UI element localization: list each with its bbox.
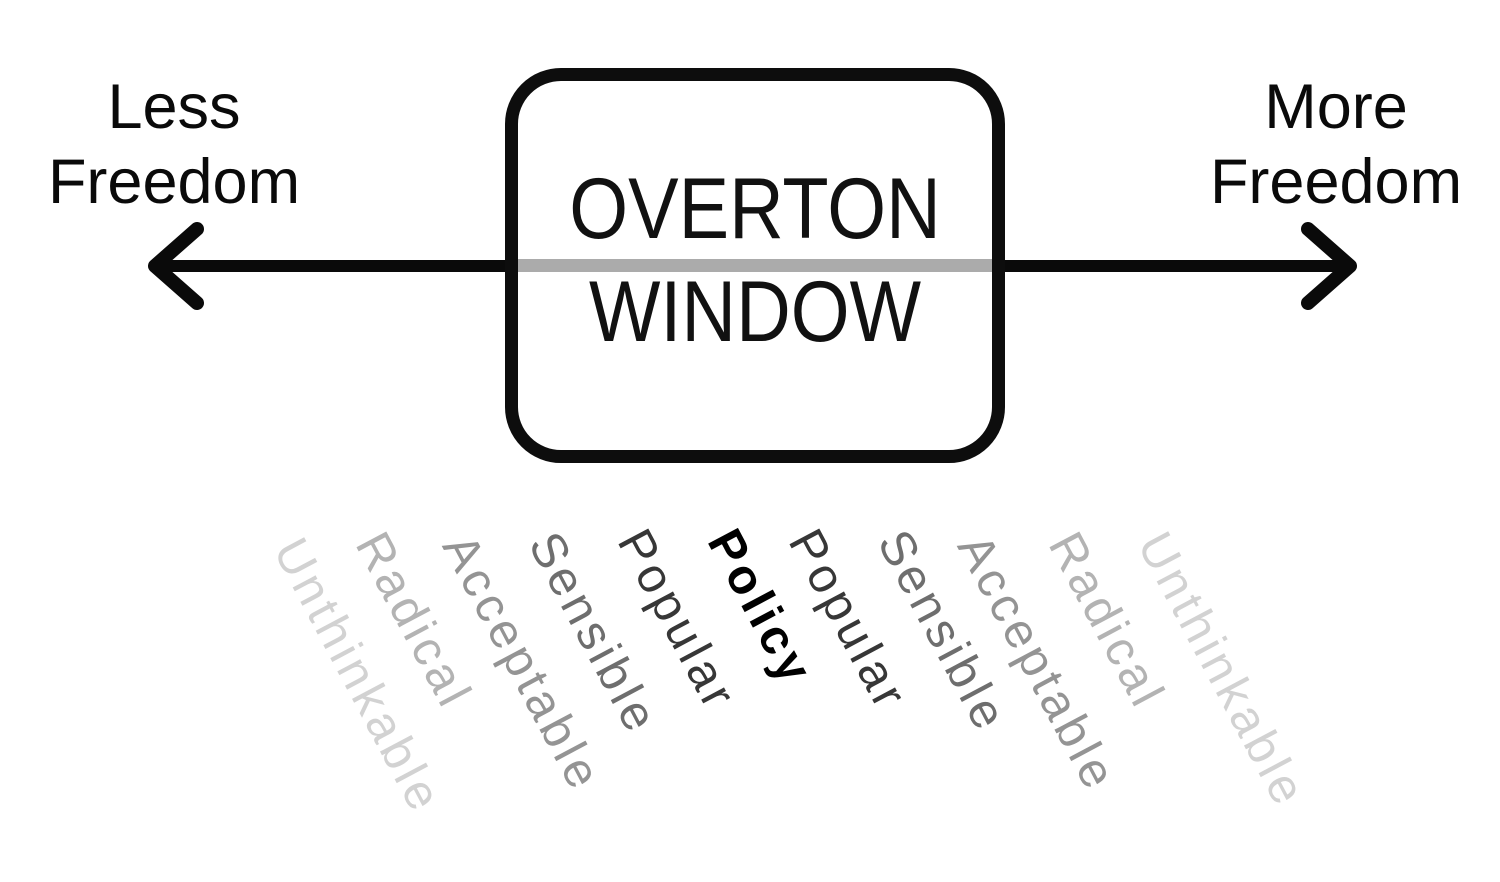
window-title-line2: WINDOW — [588, 264, 922, 360]
left-arrowhead-icon — [148, 222, 204, 310]
less-freedom-line2: Freedom — [47, 147, 301, 217]
less-freedom-label: Less Freedom — [14, 70, 334, 220]
less-freedom-line1: Less — [107, 72, 241, 142]
window-title-line1: OVERTON — [569, 161, 941, 257]
more-freedom-line2: Freedom — [1209, 147, 1463, 217]
window-divider-line — [518, 259, 992, 272]
right-arrowhead-icon — [1301, 222, 1357, 310]
more-freedom-line1: More — [1264, 72, 1408, 142]
overton-window-box: OVERTON WINDOW — [505, 68, 1005, 463]
more-freedom-label: More Freedom — [1176, 70, 1496, 220]
